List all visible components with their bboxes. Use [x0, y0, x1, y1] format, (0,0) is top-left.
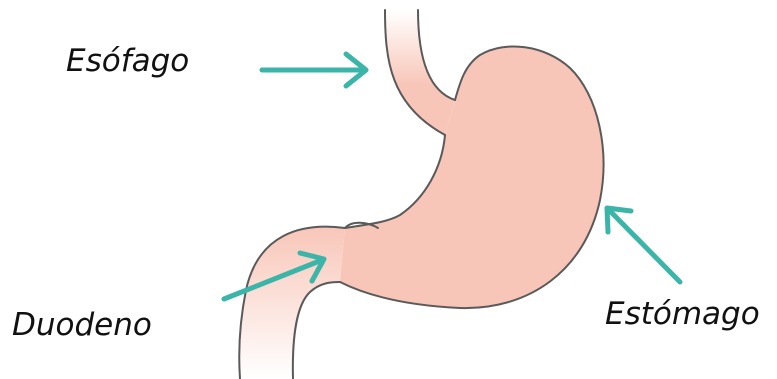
esofago-arrow	[262, 54, 366, 86]
duodeno-label: Duodeno	[12, 310, 152, 341]
estomago-arrow	[607, 208, 680, 282]
estomago-label: Estómago	[605, 299, 760, 330]
esofago-label: Esófago	[66, 46, 189, 77]
